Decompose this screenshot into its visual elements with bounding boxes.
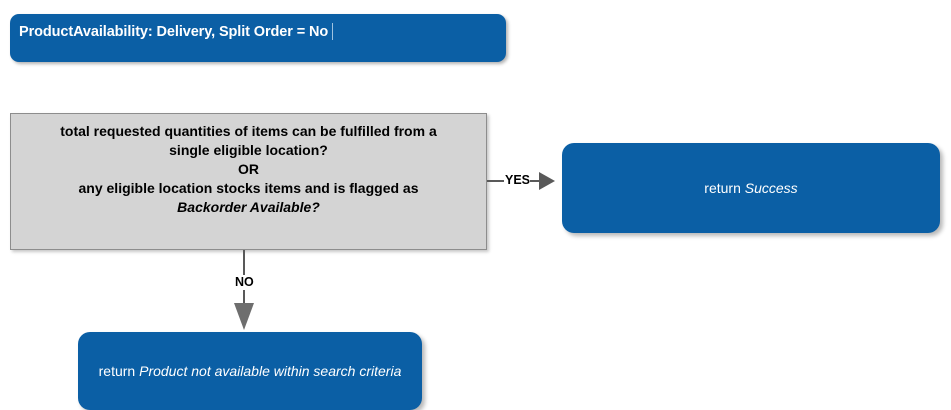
decision-line-4: any eligible location stocks items and i… [78,180,419,196]
return-success-label: return Success [688,179,813,198]
edge-yes-line-left [487,180,505,182]
return-not-available-prefix: return [98,362,140,379]
page-title: ProductAvailability: Delivery, Split Ord… [19,23,329,40]
return-not-available-value: Product not available within search crit… [139,362,402,379]
text-caret [332,23,334,40]
edge-label-yes: YES [504,173,532,187]
edge-label-no: NO [233,275,256,290]
decision-line-2: single eligible location? [169,142,328,158]
decision-line-1: total requested quantities of items can … [60,123,437,139]
return-success-node[interactable]: return Success [562,143,940,233]
edge-yes-line-right [530,180,540,182]
decision-line-5: Backorder Available? [25,198,472,217]
arrow-right-icon [539,172,555,190]
decision-node-availability[interactable]: total requested quantities of items can … [10,113,487,250]
decision-line-3: OR [238,161,259,177]
decision-line-5-emphasis: Backorder Available? [177,199,320,215]
return-not-available-label: return Product not available within sear… [83,362,418,381]
diagram-title-bar[interactable]: ProductAvailability: Delivery, Split Ord… [10,14,506,62]
arrow-down-icon [234,303,254,330]
return-success-value: Success [744,179,798,196]
return-not-available-node[interactable]: return Product not available within sear… [78,332,422,410]
edge-no-line-top [243,250,245,276]
diagram-title-editor[interactable]: ProductAvailability: Delivery, Split Ord… [19,23,334,40]
return-success-prefix: return [704,179,745,196]
edge-no-line-bottom [243,290,245,305]
